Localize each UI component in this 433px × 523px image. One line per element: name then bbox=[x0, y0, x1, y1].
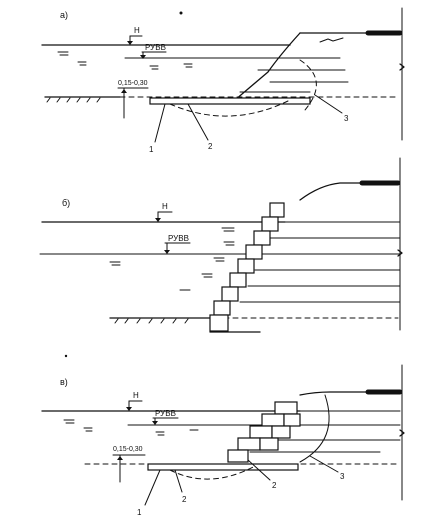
step-block bbox=[209, 314, 229, 332]
panel-a-scour-curve bbox=[169, 99, 291, 117]
step-block bbox=[283, 413, 301, 427]
panel-a-ground-hatch bbox=[46, 97, 101, 103]
panel-v-callout-3: 3 bbox=[340, 472, 345, 481]
panel-a-label: а) bbox=[60, 10, 68, 20]
panel-a-callout-3: 3 bbox=[344, 114, 349, 123]
panel-v-callout-2a: 2 bbox=[182, 495, 187, 504]
panel-v-h-arrowhead bbox=[126, 407, 132, 411]
panel-v-callout-1: 1 bbox=[137, 508, 142, 517]
panel-v-slope-curve bbox=[299, 394, 330, 463]
panel-b-ruvv-label: РУВВ bbox=[168, 234, 189, 243]
panel-v-callout-2b-leader bbox=[247, 459, 271, 481]
panel-v-wall-break bbox=[399, 429, 405, 437]
panel-a-slope-curve bbox=[299, 59, 317, 111]
panel-a-callout-1-leader bbox=[154, 103, 166, 143]
panel-a-range-label: 0,15-0,30 bbox=[118, 80, 148, 87]
panel-b-h-label: Н bbox=[162, 202, 168, 211]
panel-v-water-hatch bbox=[63, 419, 199, 436]
panel-v-range-label: 0,15-0,30 bbox=[113, 446, 143, 453]
panel-v-mattress bbox=[147, 463, 299, 471]
panel-v-label: в) bbox=[60, 377, 68, 387]
panel-b-label: б) bbox=[62, 198, 70, 208]
step-block bbox=[269, 202, 285, 218]
step-block bbox=[213, 300, 231, 316]
panel-a-h-label: Н bbox=[134, 26, 140, 35]
panel-a-callout-1: 1 bbox=[149, 145, 154, 154]
panel-v-callout-2b: 2 bbox=[272, 481, 277, 490]
step-block bbox=[249, 425, 273, 439]
panel-v-ruvv-label: РУВВ bbox=[155, 409, 176, 418]
panel-b: б) bbox=[39, 157, 403, 333]
panel-a-wall-break bbox=[399, 63, 405, 71]
panel-v: в) Н bbox=[41, 354, 405, 517]
panel-a-mattress bbox=[149, 97, 311, 105]
panel-b-wall-break bbox=[397, 249, 403, 257]
stray-dot bbox=[64, 354, 68, 358]
panel-a-range-arrowhead bbox=[121, 89, 127, 93]
panel-b-h-arrowhead bbox=[155, 218, 161, 222]
panel-a: а) Н РУВВ 0,15 bbox=[41, 7, 405, 154]
step-block bbox=[221, 286, 239, 302]
panel-v-range-arrowhead bbox=[117, 456, 123, 460]
panel-a-ruvv-arrowhead bbox=[140, 55, 146, 59]
panel-v-ruvv-arrowhead bbox=[152, 421, 158, 425]
panel-v-callout-3-leader bbox=[309, 455, 339, 473]
panel-a-callout-2: 2 bbox=[208, 142, 213, 151]
step-block bbox=[237, 437, 261, 451]
panel-v-callout-1-leader bbox=[144, 469, 161, 506]
stray-dot bbox=[179, 11, 183, 15]
step-block bbox=[253, 230, 271, 246]
panel-a-ruvv-label: РУВВ bbox=[145, 43, 166, 52]
panel-b-crest bbox=[299, 182, 363, 201]
panel-b-ruvv-arrowhead bbox=[164, 250, 170, 254]
panel-v-h-label: Н bbox=[133, 391, 139, 400]
step-block bbox=[237, 258, 255, 274]
panel-a-water-hatch bbox=[57, 51, 193, 70]
step-block bbox=[259, 437, 279, 451]
panel-v-scour-curve bbox=[169, 465, 256, 480]
step-block bbox=[227, 449, 249, 463]
step-block bbox=[261, 216, 279, 232]
panel-a-h-arrowhead bbox=[127, 41, 133, 45]
panel-v-callout-2-leader bbox=[174, 469, 183, 493]
step-block bbox=[261, 413, 285, 427]
panel-v-crest bbox=[299, 391, 369, 396]
step-block bbox=[229, 272, 247, 288]
panel-a-callout-3-leader bbox=[314, 94, 343, 114]
panel-v-step-blocks bbox=[227, 401, 301, 463]
step-block bbox=[271, 425, 291, 439]
panel-b-ground-hatch bbox=[114, 318, 189, 324]
panel-b-step-blocks bbox=[209, 202, 285, 332]
panel-a-callout-2-leader bbox=[187, 103, 209, 141]
step-block bbox=[274, 401, 298, 415]
panel-a-crest-wave bbox=[319, 37, 344, 43]
step-block bbox=[245, 244, 263, 260]
panel-b-water-hatch bbox=[109, 227, 235, 291]
